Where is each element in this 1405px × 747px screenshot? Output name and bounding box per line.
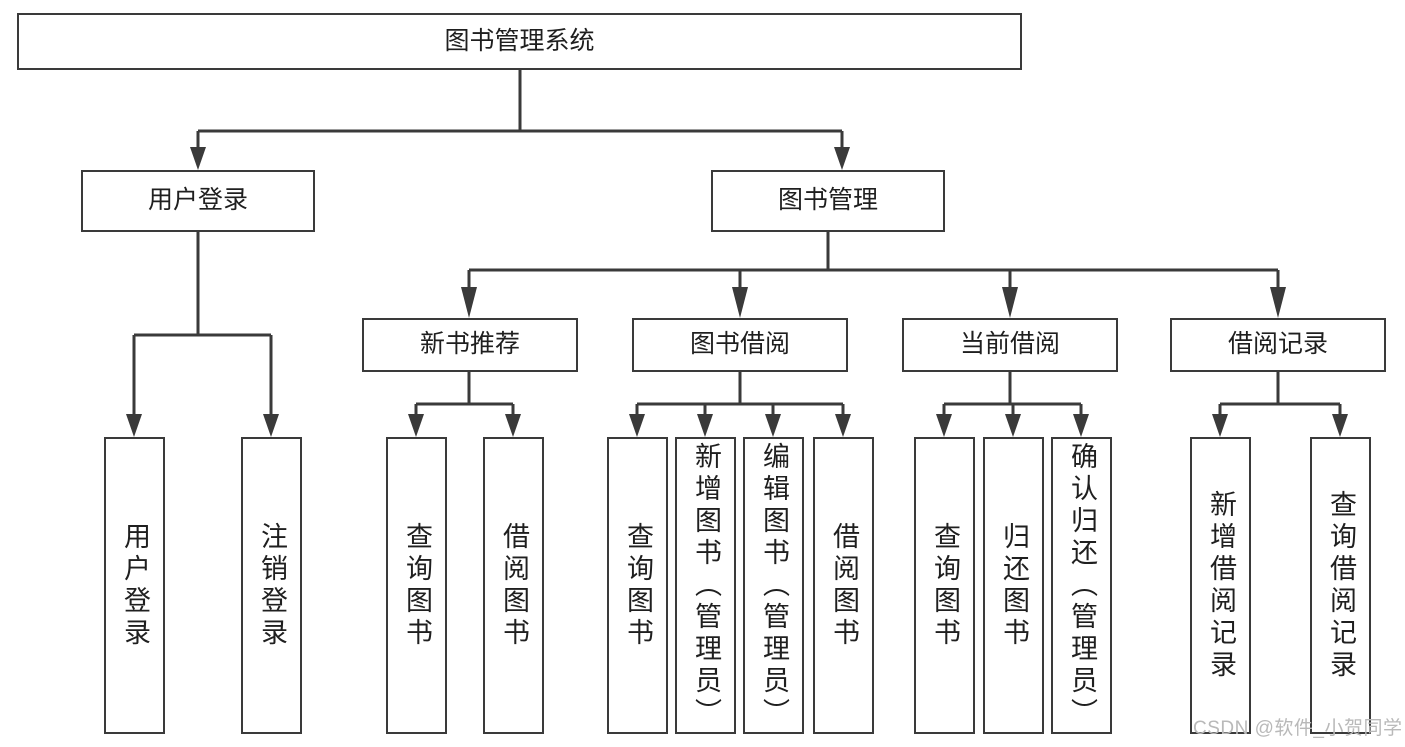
node-leaf-query-book-3-label: 查询图书: [930, 521, 960, 650]
node-leaf-logout[interactable]: 注销登录: [241, 437, 302, 734]
node-leaf-return-book-label: 归还图书: [999, 521, 1029, 650]
node-leaf-query-record-label: 查询借阅记录: [1326, 489, 1356, 682]
node-book-borrow-label: 图书借阅: [689, 330, 790, 359]
node-leaf-edit-book[interactable]: 编辑图书（管理员）: [743, 437, 804, 734]
node-leaf-add-book-label: 新增图书（管理员）: [691, 441, 721, 730]
node-leaf-query-book-3[interactable]: 查询图书: [914, 437, 975, 734]
node-book-manage-label: 图书管理: [777, 186, 878, 215]
node-leaf-add-record-label: 新增借阅记录: [1206, 489, 1236, 682]
node-leaf-borrow-book-2[interactable]: 借阅图书: [813, 437, 874, 734]
node-leaf-borrow-book-1[interactable]: 借阅图书: [483, 437, 544, 734]
node-book-borrow[interactable]: 图书借阅: [632, 318, 848, 372]
node-leaf-user-login-label: 用户登录: [120, 521, 150, 650]
node-leaf-logout-label: 注销登录: [257, 521, 287, 650]
node-root-label: 图书管理系统: [444, 26, 595, 55]
node-borrow-record-label: 借阅记录: [1227, 330, 1328, 359]
node-leaf-user-login[interactable]: 用户登录: [104, 437, 165, 734]
node-book-manage[interactable]: 图书管理: [711, 170, 945, 232]
node-leaf-edit-book-label: 编辑图书（管理员）: [759, 441, 789, 730]
node-leaf-query-book-2-label: 查询图书: [623, 521, 653, 650]
node-root[interactable]: 图书管理系统: [17, 13, 1022, 70]
node-borrow-record[interactable]: 借阅记录: [1170, 318, 1386, 372]
node-user-login-label: 用户登录: [147, 186, 248, 215]
node-leaf-return-book[interactable]: 归还图书: [983, 437, 1044, 734]
node-new-book-rec[interactable]: 新书推荐: [362, 318, 578, 372]
node-leaf-query-book-1[interactable]: 查询图书: [386, 437, 447, 734]
node-leaf-borrow-book-1-label: 借阅图书: [499, 521, 529, 650]
node-leaf-confirm-return[interactable]: 确认归还（管理员）: [1051, 437, 1112, 734]
arrowheads: [126, 147, 1348, 437]
node-leaf-borrow-book-2-label: 借阅图书: [829, 521, 859, 650]
node-new-book-rec-label: 新书推荐: [419, 330, 520, 359]
node-user-login[interactable]: 用户登录: [81, 170, 315, 232]
node-leaf-query-record[interactable]: 查询借阅记录: [1310, 437, 1371, 734]
node-leaf-confirm-return-label: 确认归还（管理员）: [1067, 441, 1097, 730]
node-current-borrow-label: 当前借阅: [959, 330, 1060, 359]
node-current-borrow[interactable]: 当前借阅: [902, 318, 1118, 372]
node-leaf-add-book[interactable]: 新增图书（管理员）: [675, 437, 736, 734]
node-leaf-query-book-2[interactable]: 查询图书: [607, 437, 668, 734]
node-leaf-add-record[interactable]: 新增借阅记录: [1190, 437, 1251, 734]
node-leaf-query-book-1-label: 查询图书: [402, 521, 432, 650]
